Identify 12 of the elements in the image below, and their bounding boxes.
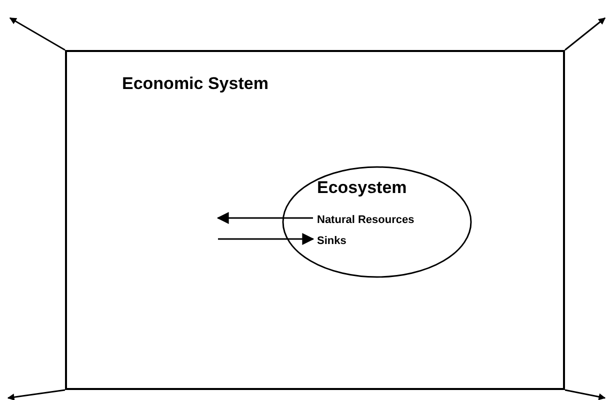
ecosystem-title: Ecosystem — [317, 178, 407, 198]
resource-label: Natural Resources — [317, 213, 414, 227]
system-box — [65, 50, 565, 390]
arrow — [216, 212, 313, 224]
arrow — [218, 233, 314, 245]
arrow — [7, 389, 66, 400]
ecosystem-ellipse — [282, 166, 472, 278]
arrow — [564, 389, 606, 400]
system-title: Economic System — [122, 74, 268, 94]
arrow — [9, 17, 66, 51]
sink-label: Sinks — [317, 234, 346, 248]
arrow — [564, 17, 606, 51]
